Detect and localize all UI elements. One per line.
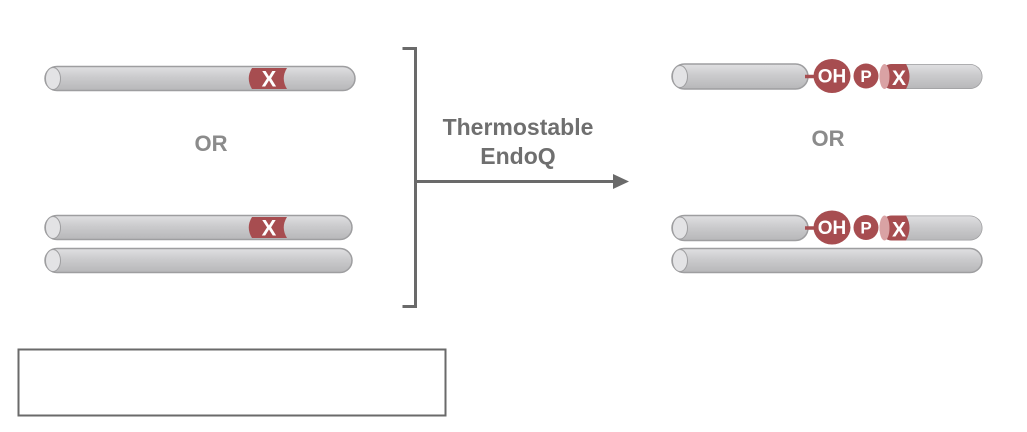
damaged-base-label: X <box>892 219 906 242</box>
hydroxyl-label: OH <box>818 67 847 88</box>
strand-end-cap <box>672 65 688 88</box>
dna-strand <box>44 65 356 92</box>
strand-end-cap <box>672 216 688 240</box>
damaged-base-label: X <box>262 67 277 92</box>
strand-end-cap <box>45 67 61 90</box>
strand-end-cap <box>45 216 61 239</box>
damaged-base-site <box>248 68 287 89</box>
substrate-single-strand-dna: X <box>44 65 356 92</box>
enzyme-name-line2: EndoQ <box>480 143 555 169</box>
phosphate-5prime-group <box>853 63 879 89</box>
legend-box-border <box>17 348 447 417</box>
product-double-strand-cleaved: OH P X <box>671 210 983 274</box>
legend-box <box>17 348 447 417</box>
hydroxyl-3prime-group <box>813 210 851 245</box>
substrate-double-strand-dna: X <box>44 214 353 274</box>
phosphate-5prime-group <box>853 215 879 240</box>
dna-strand-top <box>44 214 353 241</box>
enzyme-name-line1: Thermostable <box>443 114 594 140</box>
cut-face <box>879 215 890 241</box>
reaction-arrow <box>417 174 629 189</box>
strand-end-cap <box>672 249 688 272</box>
hydroxyl-label: OH <box>818 218 847 239</box>
dna-strand-bottom <box>44 247 353 274</box>
hydroxyl-3prime-group <box>813 59 851 93</box>
dna-strand-bottom <box>671 247 983 274</box>
damaged-base-label: X <box>892 67 906 90</box>
upstream-fragment <box>671 214 809 242</box>
damaged-base-site <box>248 217 287 238</box>
upstream-fragment <box>671 63 809 90</box>
or-label-products: OR <box>812 126 845 151</box>
strand-end-cap <box>45 249 61 272</box>
product-single-strand-cleaved: OH P X <box>671 59 983 93</box>
phosphate-label: P <box>860 219 871 238</box>
damaged-base-label: X <box>262 216 277 241</box>
or-label-substrates: OR <box>195 131 228 156</box>
reaction-arrow-head <box>613 174 629 189</box>
substrate-group-bracket <box>402 47 417 308</box>
phosphate-label: P <box>860 67 871 86</box>
cut-face <box>879 64 890 89</box>
